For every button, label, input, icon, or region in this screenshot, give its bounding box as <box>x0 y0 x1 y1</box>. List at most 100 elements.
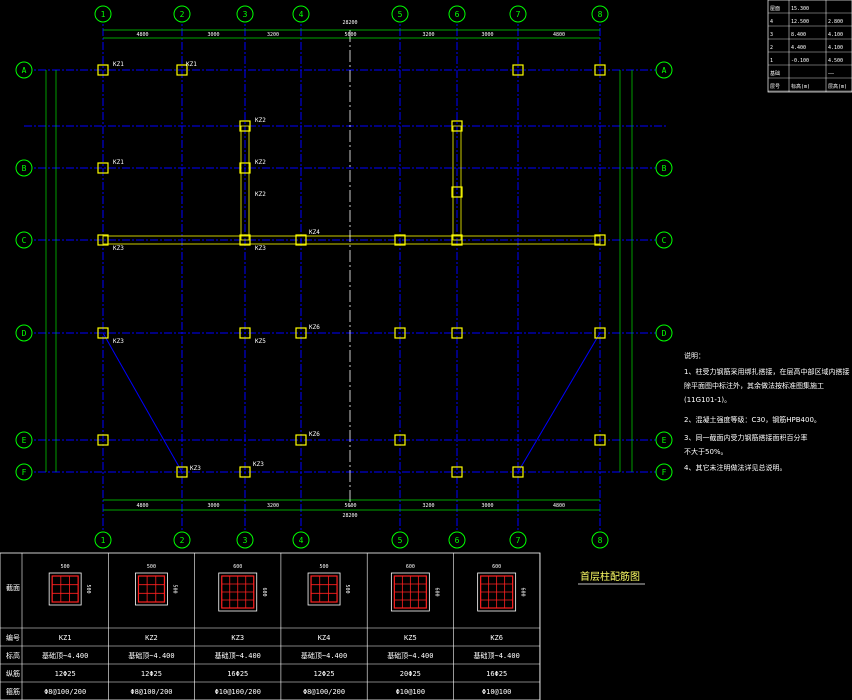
span-dim-top: 4800 <box>553 32 565 38</box>
schedule-row-label: 纵筋 <box>6 669 20 678</box>
schedule-row-label: 截面 <box>6 583 20 592</box>
span-dim-bottom: 3200 <box>267 503 279 509</box>
axis-bubble <box>391 531 409 549</box>
schedule-cell: KZ4 <box>318 634 331 642</box>
notes-block: 说明： 1、柱受力钢筋采用绑扎搭接，在层高中部区域内搭接 除平面图中标注外，其余… <box>684 351 849 472</box>
section-width-dim: 600 <box>406 564 415 570</box>
level-table-cell: 3 <box>770 32 773 38</box>
beam-outline <box>452 125 462 241</box>
column-marker <box>451 186 463 198</box>
section-outline <box>307 572 341 606</box>
axis-bubble-label: C <box>22 236 27 245</box>
column-tag: KZ3 <box>253 461 264 468</box>
column-tag: KZ3 <box>113 338 124 345</box>
span-dim-bottom: 4800 <box>553 503 565 509</box>
axis-bubble <box>655 61 673 79</box>
level-table-cell: -0.100 <box>791 58 809 64</box>
section-height-dim: 600 <box>433 587 439 596</box>
axis-bubble-label: 5 <box>398 10 403 19</box>
axis-grid-lines <box>24 14 668 548</box>
axis-bubble <box>591 531 609 549</box>
section-width-dim: 500 <box>320 564 329 570</box>
section-width-dim: 600 <box>492 564 501 570</box>
schedule-row-label: 编号 <box>6 633 20 642</box>
axis-bubble-label: 8 <box>598 10 603 19</box>
schedule-cell: Φ8@100/200 <box>130 688 172 696</box>
column-marker <box>512 466 524 478</box>
bottom-total-dim: 28200 <box>342 513 357 519</box>
column-marker <box>239 327 251 339</box>
column-tag: KZ6 <box>309 324 320 331</box>
axis-bubble-label: 7 <box>516 536 521 545</box>
section-stirrup <box>310 575 338 603</box>
axis-bubble <box>655 324 673 342</box>
column-schedule-table: 截面编号标高纵筋箍筋500500KZ1基础顶~4.40012Φ25Φ8@100/… <box>0 552 541 700</box>
level-table-cell: 1 <box>770 58 773 64</box>
column-tag: KZ2 <box>255 159 266 166</box>
span-dim-bottom: 3200 <box>422 503 434 509</box>
span-dim-top: 5600 <box>344 32 356 38</box>
section-width-dim: 600 <box>233 564 242 570</box>
column-tag: KZ5 <box>255 338 266 345</box>
column-marker <box>97 64 109 76</box>
column-marker <box>394 327 406 339</box>
note-line: 1、柱受力钢筋采用绑扎搭接，在层高中部区域内搭接 <box>684 367 849 376</box>
axis-bubble-label: B <box>22 164 27 173</box>
level-table-cell: 4.500 <box>828 58 843 64</box>
diagonal-axis <box>102 332 183 473</box>
note-line: 不大于50%。 <box>684 447 728 456</box>
axis-bubble <box>15 463 33 481</box>
schedule-cell: 12Φ25 <box>141 670 162 678</box>
axis-bubble <box>173 531 191 549</box>
axis-bubble <box>15 431 33 449</box>
section-height-dim: 500 <box>171 584 177 593</box>
beam-outline <box>240 125 250 241</box>
axis-bubble <box>15 231 33 249</box>
level-table-cell: 基础 <box>770 70 780 77</box>
schedule-cell: 基础顶~4.400 <box>128 651 174 660</box>
span-dim-bottom: 3000 <box>207 503 219 509</box>
schedule-cell: 基础顶~4.400 <box>42 651 88 660</box>
column-tag: KZ3 <box>255 245 266 252</box>
schedule-row-label: 箍筋 <box>6 687 20 696</box>
axis-bubble <box>15 61 33 79</box>
level-table-cell: 15.300 <box>791 6 809 12</box>
beam-outline <box>102 235 601 245</box>
level-table-cell: 屋面 <box>770 6 780 12</box>
axis-bubble <box>292 531 310 549</box>
column-tag: KZ1 <box>113 61 124 68</box>
column-tag: KZ1 <box>113 159 124 166</box>
axis-bubble <box>15 159 33 177</box>
column-marker <box>594 64 606 76</box>
schedule-cell: Φ8@100/200 <box>303 688 345 696</box>
section-height-dim: 600 <box>520 587 526 596</box>
column-tag: KZ3 <box>113 245 124 252</box>
span-dim-top: 3200 <box>422 32 434 38</box>
axis-bubble <box>448 531 466 549</box>
column-marker <box>451 466 463 478</box>
axis-bubble-label: 3 <box>243 10 248 19</box>
column-tag: KZ2 <box>255 191 266 198</box>
column-marker <box>594 234 606 246</box>
column-marker <box>239 466 251 478</box>
axis-bubble-label: A <box>22 66 27 75</box>
column-marker <box>594 327 606 339</box>
column-marker <box>451 327 463 339</box>
beam-outlines <box>102 125 601 473</box>
axis-bubble-label: E <box>662 436 667 445</box>
axis-bubble-label: F <box>22 468 27 477</box>
span-dim-top: 3000 <box>207 32 219 38</box>
axis-bubble-label: 6 <box>455 10 460 19</box>
level-table-cell: 2.800 <box>828 19 843 25</box>
section-width-dim: 500 <box>147 564 156 570</box>
axis-bubble <box>173 5 191 23</box>
axis-bubble <box>655 159 673 177</box>
section-height-dim: 500 <box>344 584 350 593</box>
axis-bubble-label: D <box>22 329 27 338</box>
schedule-cell: 16Φ25 <box>227 670 248 678</box>
axis-bubble <box>509 5 527 23</box>
axis-bubble-label: B <box>662 164 667 173</box>
